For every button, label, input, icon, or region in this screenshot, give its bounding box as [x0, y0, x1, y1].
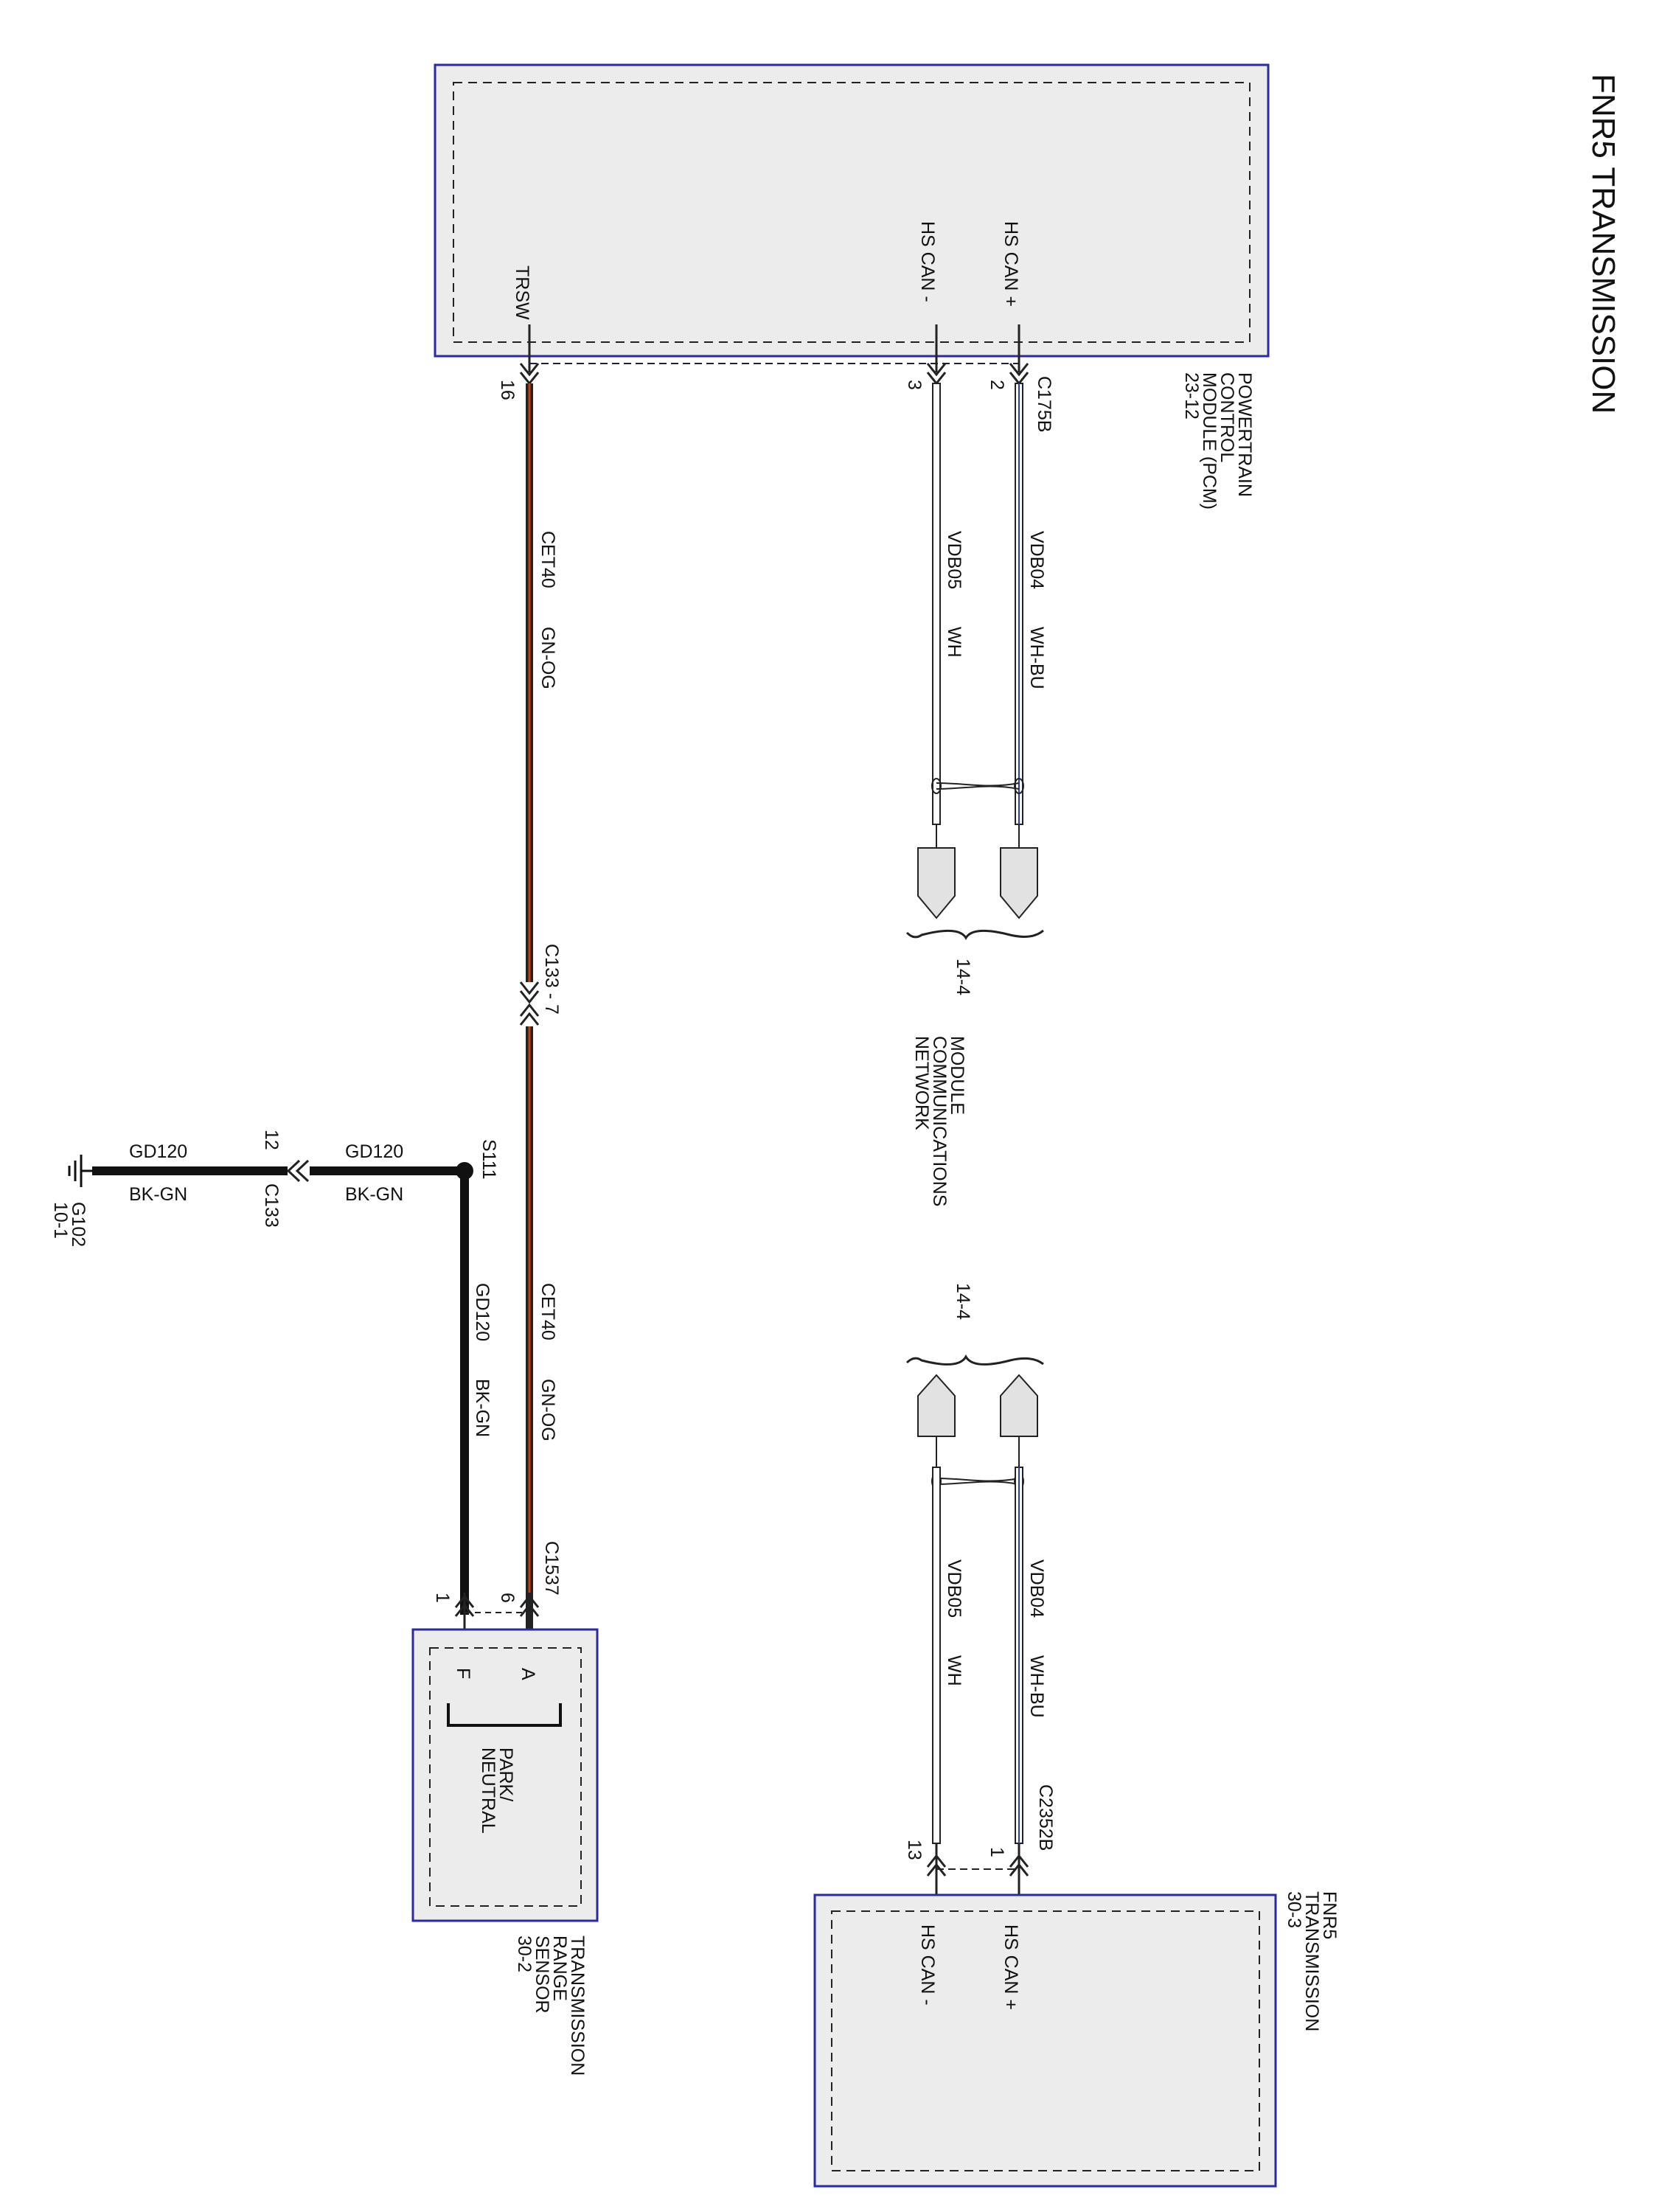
ground-page: 10-1: [50, 1202, 71, 1239]
can-lower-pin-plus: 1: [987, 1847, 1007, 1857]
ground-circuit-b: GD120: [129, 1141, 187, 1162]
trsw-color: GN-OG: [538, 627, 558, 689]
pcm-name-line-3: MODULE (PCM): [1199, 372, 1220, 509]
can-lower-plus-circuit: VDB04: [1026, 1559, 1047, 1618]
pcm-pin-num-trsw: 16: [497, 380, 518, 400]
can-upper-minus-color: WH: [944, 627, 964, 658]
splice-s111-label: S111: [479, 1139, 499, 1180]
network-name-line-3: NETWORK: [911, 1036, 932, 1130]
network-name-line-1: MODULE: [947, 1036, 967, 1115]
tcm-module: [813, 1893, 1277, 2188]
network-brace-lower: [905, 1354, 1044, 1366]
ground-vert-color: BK-GN: [472, 1379, 493, 1437]
trs-pin-a: A: [518, 1668, 538, 1680]
can-upper-plus-color: WH-BU: [1026, 627, 1047, 689]
network-plus-return-arrow-icon: [1000, 1374, 1038, 1437]
ground-color-b: BK-GN: [129, 1184, 187, 1205]
network-name-line-2: COMMUNICATIONS: [929, 1036, 950, 1206]
pcm-pin-num-can-plus: 2: [987, 380, 1007, 390]
network-minus-return-arrow-icon: [917, 1374, 956, 1437]
network-ref-bottom: 14-4: [953, 1283, 973, 1320]
can-lower-minus-wire: [932, 1467, 941, 1844]
pcm-pin-num-can-minus: 3: [904, 380, 925, 390]
network-ref-top: 14-4: [953, 959, 973, 995]
ground-wire-vertical: [460, 1171, 469, 1615]
trsw-inline-connector: C133 - 7: [541, 944, 562, 1015]
trsw-color-lower: GN-OG: [538, 1379, 558, 1441]
diagram-title: FNR5 TRANSMISSION: [1585, 74, 1621, 414]
ground-id: G102: [68, 1202, 88, 1247]
ground-color-a: BK-GN: [345, 1184, 403, 1205]
network-minus-arrow-icon: [917, 847, 956, 919]
c133-pin12-terminal: [286, 1159, 310, 1183]
can-upper-plus-wire: [1015, 383, 1023, 825]
can-upper-minus-circuit: VDB05: [944, 531, 964, 589]
twisted-pair-lower: [936, 1478, 1020, 1485]
trs-pin-f-num: 1: [432, 1593, 453, 1603]
park-neutral-switch-icon: [447, 1703, 562, 1727]
ground-circuit-a: GD120: [345, 1141, 403, 1162]
tcm-pin-can-plus: HS CAN +: [1001, 1924, 1021, 2010]
pcm-pin-can-plus: HS CAN +: [1001, 221, 1021, 307]
trs-connector-id: C1537: [541, 1541, 562, 1596]
twisted-pair-upper: [936, 782, 1020, 790]
can-lower-minus-circuit: VDB05: [944, 1559, 964, 1618]
ground-wire-splice-to-c133: [310, 1166, 465, 1175]
tcm-name-line-1: FNR5: [1319, 1891, 1340, 1939]
network-plus-arrow-icon: [1000, 847, 1038, 919]
trsw-circuit-lower: CET40: [538, 1283, 558, 1340]
ground-connector: C133: [261, 1183, 282, 1228]
tcm-pin-can-minus: HS CAN -: [917, 1924, 938, 2006]
trs-pin-a-num: 6: [497, 1593, 518, 1603]
pcm-name: POWERTRAIN CONTROL MODULE (PCM) 23-12: [1181, 372, 1255, 509]
switch-label-line-2: NEUTRAL: [478, 1747, 498, 1834]
tcm-name-line-2: TRANSMISSION: [1301, 1891, 1322, 2031]
trs-pin-f: F: [453, 1668, 473, 1679]
pcm-name-line-4: 23-12: [1181, 372, 1202, 420]
can-lower-plus-color: WH-BU: [1026, 1655, 1047, 1718]
pcm-module: [434, 63, 1270, 358]
network-name: MODULE COMMUNICATIONS NETWORK: [911, 1036, 967, 1206]
trs-name-line-1: TRANSMISSION: [567, 1935, 588, 2076]
pcm-pin-can-minus: HS CAN -: [917, 221, 938, 302]
trsw-circuit: CET40: [538, 531, 558, 588]
tcm-name-line-3: 30-3: [1284, 1891, 1304, 1928]
can-lower-pin-minus: 13: [904, 1840, 925, 1860]
trs-name: TRANSMISSION RANGE SENSOR 30-2: [514, 1935, 588, 2076]
pcm-connector-id: C175B: [1034, 376, 1054, 432]
pcm-name-line-1: POWERTRAIN: [1234, 372, 1255, 497]
can-lower-connector: C2352B: [1035, 1784, 1056, 1851]
network-brace-upper: [905, 929, 1044, 940]
pcm-pin-trsw: TRSW: [512, 265, 532, 320]
tcm-name: FNR5 TRANSMISSION 30-3: [1284, 1891, 1340, 2031]
trs-name-line-2: RANGE: [549, 1935, 570, 2001]
ground-connector-pin: 12: [261, 1130, 282, 1150]
c133-pin7-terminal-a: [519, 981, 540, 1004]
trs-name-line-3: SENSOR: [532, 1935, 552, 2014]
trs-name-line-4: 30-2: [514, 1935, 535, 1972]
trsw-wire-upper: [526, 383, 533, 982]
switch-label-line-1: PARK/: [495, 1747, 516, 1801]
ground-wire-c133-to-ground: [92, 1166, 288, 1175]
can-lower-plus-wire: [1015, 1467, 1023, 1844]
can-lower-minus-color: WH: [944, 1655, 964, 1686]
pcm-name-line-2: CONTROL: [1217, 372, 1237, 462]
ground-vert-circuit: GD120: [472, 1283, 493, 1341]
can-upper-minus-wire: [932, 383, 941, 825]
trs-module: [411, 1628, 599, 1922]
ground-icon: [68, 1155, 92, 1187]
c133-pin7-terminal-b: [519, 1003, 540, 1026]
can-upper-plus-circuit: VDB04: [1026, 531, 1047, 589]
